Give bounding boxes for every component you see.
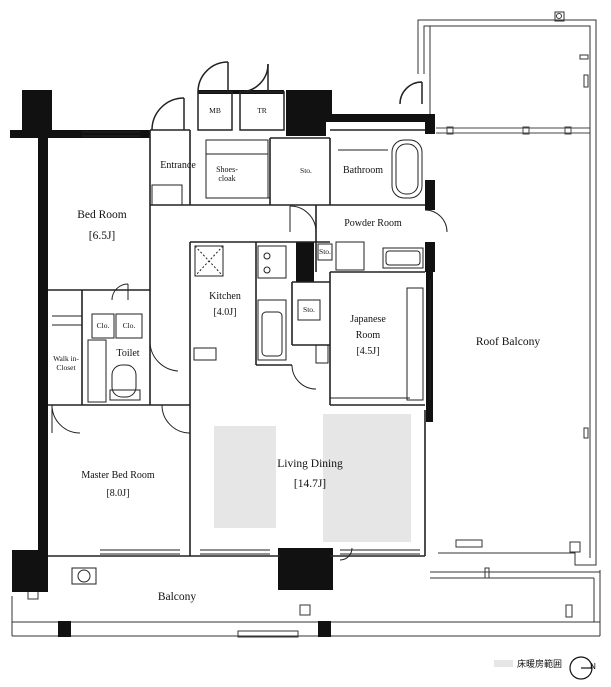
sto-kitchen-label: Sto. <box>303 305 315 314</box>
interior-walls <box>48 129 426 557</box>
tr-label: TR <box>257 106 267 115</box>
windows <box>82 131 420 561</box>
kitchen-fixtures <box>193 245 329 390</box>
entrance-label: Entrance <box>160 160 196 171</box>
clo2-label: Clo. <box>122 321 136 330</box>
roof-balcony-rail <box>436 126 590 135</box>
shoes-cloak-label: Shoes- cloak <box>216 165 238 183</box>
balcony-marker <box>27 590 39 600</box>
living-dining-size: [14.7J] <box>293 478 327 490</box>
sto-entrance-label: Sto. <box>300 166 312 175</box>
bed-room-label: Bed Room [6.5J] <box>62 208 142 244</box>
bathroom-label: Bathroom <box>343 165 383 176</box>
closet-fixtures <box>51 283 191 434</box>
floor-heating-legend-text: 床暖房範囲 <box>517 660 563 670</box>
floor-heating-zone-left <box>214 426 276 528</box>
walk-in-closet-label: Walk in- Closet <box>53 354 79 372</box>
bed-room-size: [6.5J] <box>88 230 116 242</box>
master-bed-room-size: [8.0J] <box>106 488 130 499</box>
floor-heating-legend-swatch <box>494 660 513 667</box>
living-dining-name: Living Dining <box>277 458 343 470</box>
balcony-label: Balcony <box>157 591 197 603</box>
master-bed-room-label: Master Bed Room [8.0J] <box>58 470 178 500</box>
kitchen-size: [4.0J] <box>213 307 237 318</box>
balcony-toilet-fixture <box>71 567 97 585</box>
mb-label: MB <box>209 106 221 115</box>
balcony-post-right <box>318 621 331 637</box>
master-bed-room-name: Master Bed Room <box>81 470 155 481</box>
kitchen-name: Kitchen <box>209 291 241 302</box>
mb-tr-closets <box>151 61 423 131</box>
floor-heating-zone-right <box>323 414 411 542</box>
clo1-label: Clo. <box>96 321 110 330</box>
bed-room-name: Bed Room <box>77 209 127 221</box>
kitchen-label: Kitchen [4.0J] <box>196 291 254 319</box>
balcony-outline <box>11 567 601 638</box>
japanese-room-label: Japanese Room [4.5J] <box>332 312 404 358</box>
living-dining-label: Living Dining [14.7J] <box>255 457 365 492</box>
balcony-post-left <box>58 621 71 637</box>
japanese-room-size: [4.5J] <box>356 346 380 357</box>
shoes-cloak-box <box>151 139 270 206</box>
roof-balcony-outline <box>417 11 597 566</box>
toilet-label: Toilet <box>116 348 140 359</box>
japanese-room-name: Japanese Room <box>350 314 386 341</box>
north-label: N <box>590 662 596 671</box>
powder-room-label: Powder Room <box>344 218 402 229</box>
balcony-marker <box>299 604 311 616</box>
roof-balcony-label: Roof Balcony <box>475 336 541 348</box>
north-arrow-icon: N <box>569 655 596 681</box>
japanese-room-fixtures <box>330 280 431 401</box>
bathroom-fixtures <box>289 139 448 271</box>
sto-small-label: Sto. <box>319 247 331 256</box>
